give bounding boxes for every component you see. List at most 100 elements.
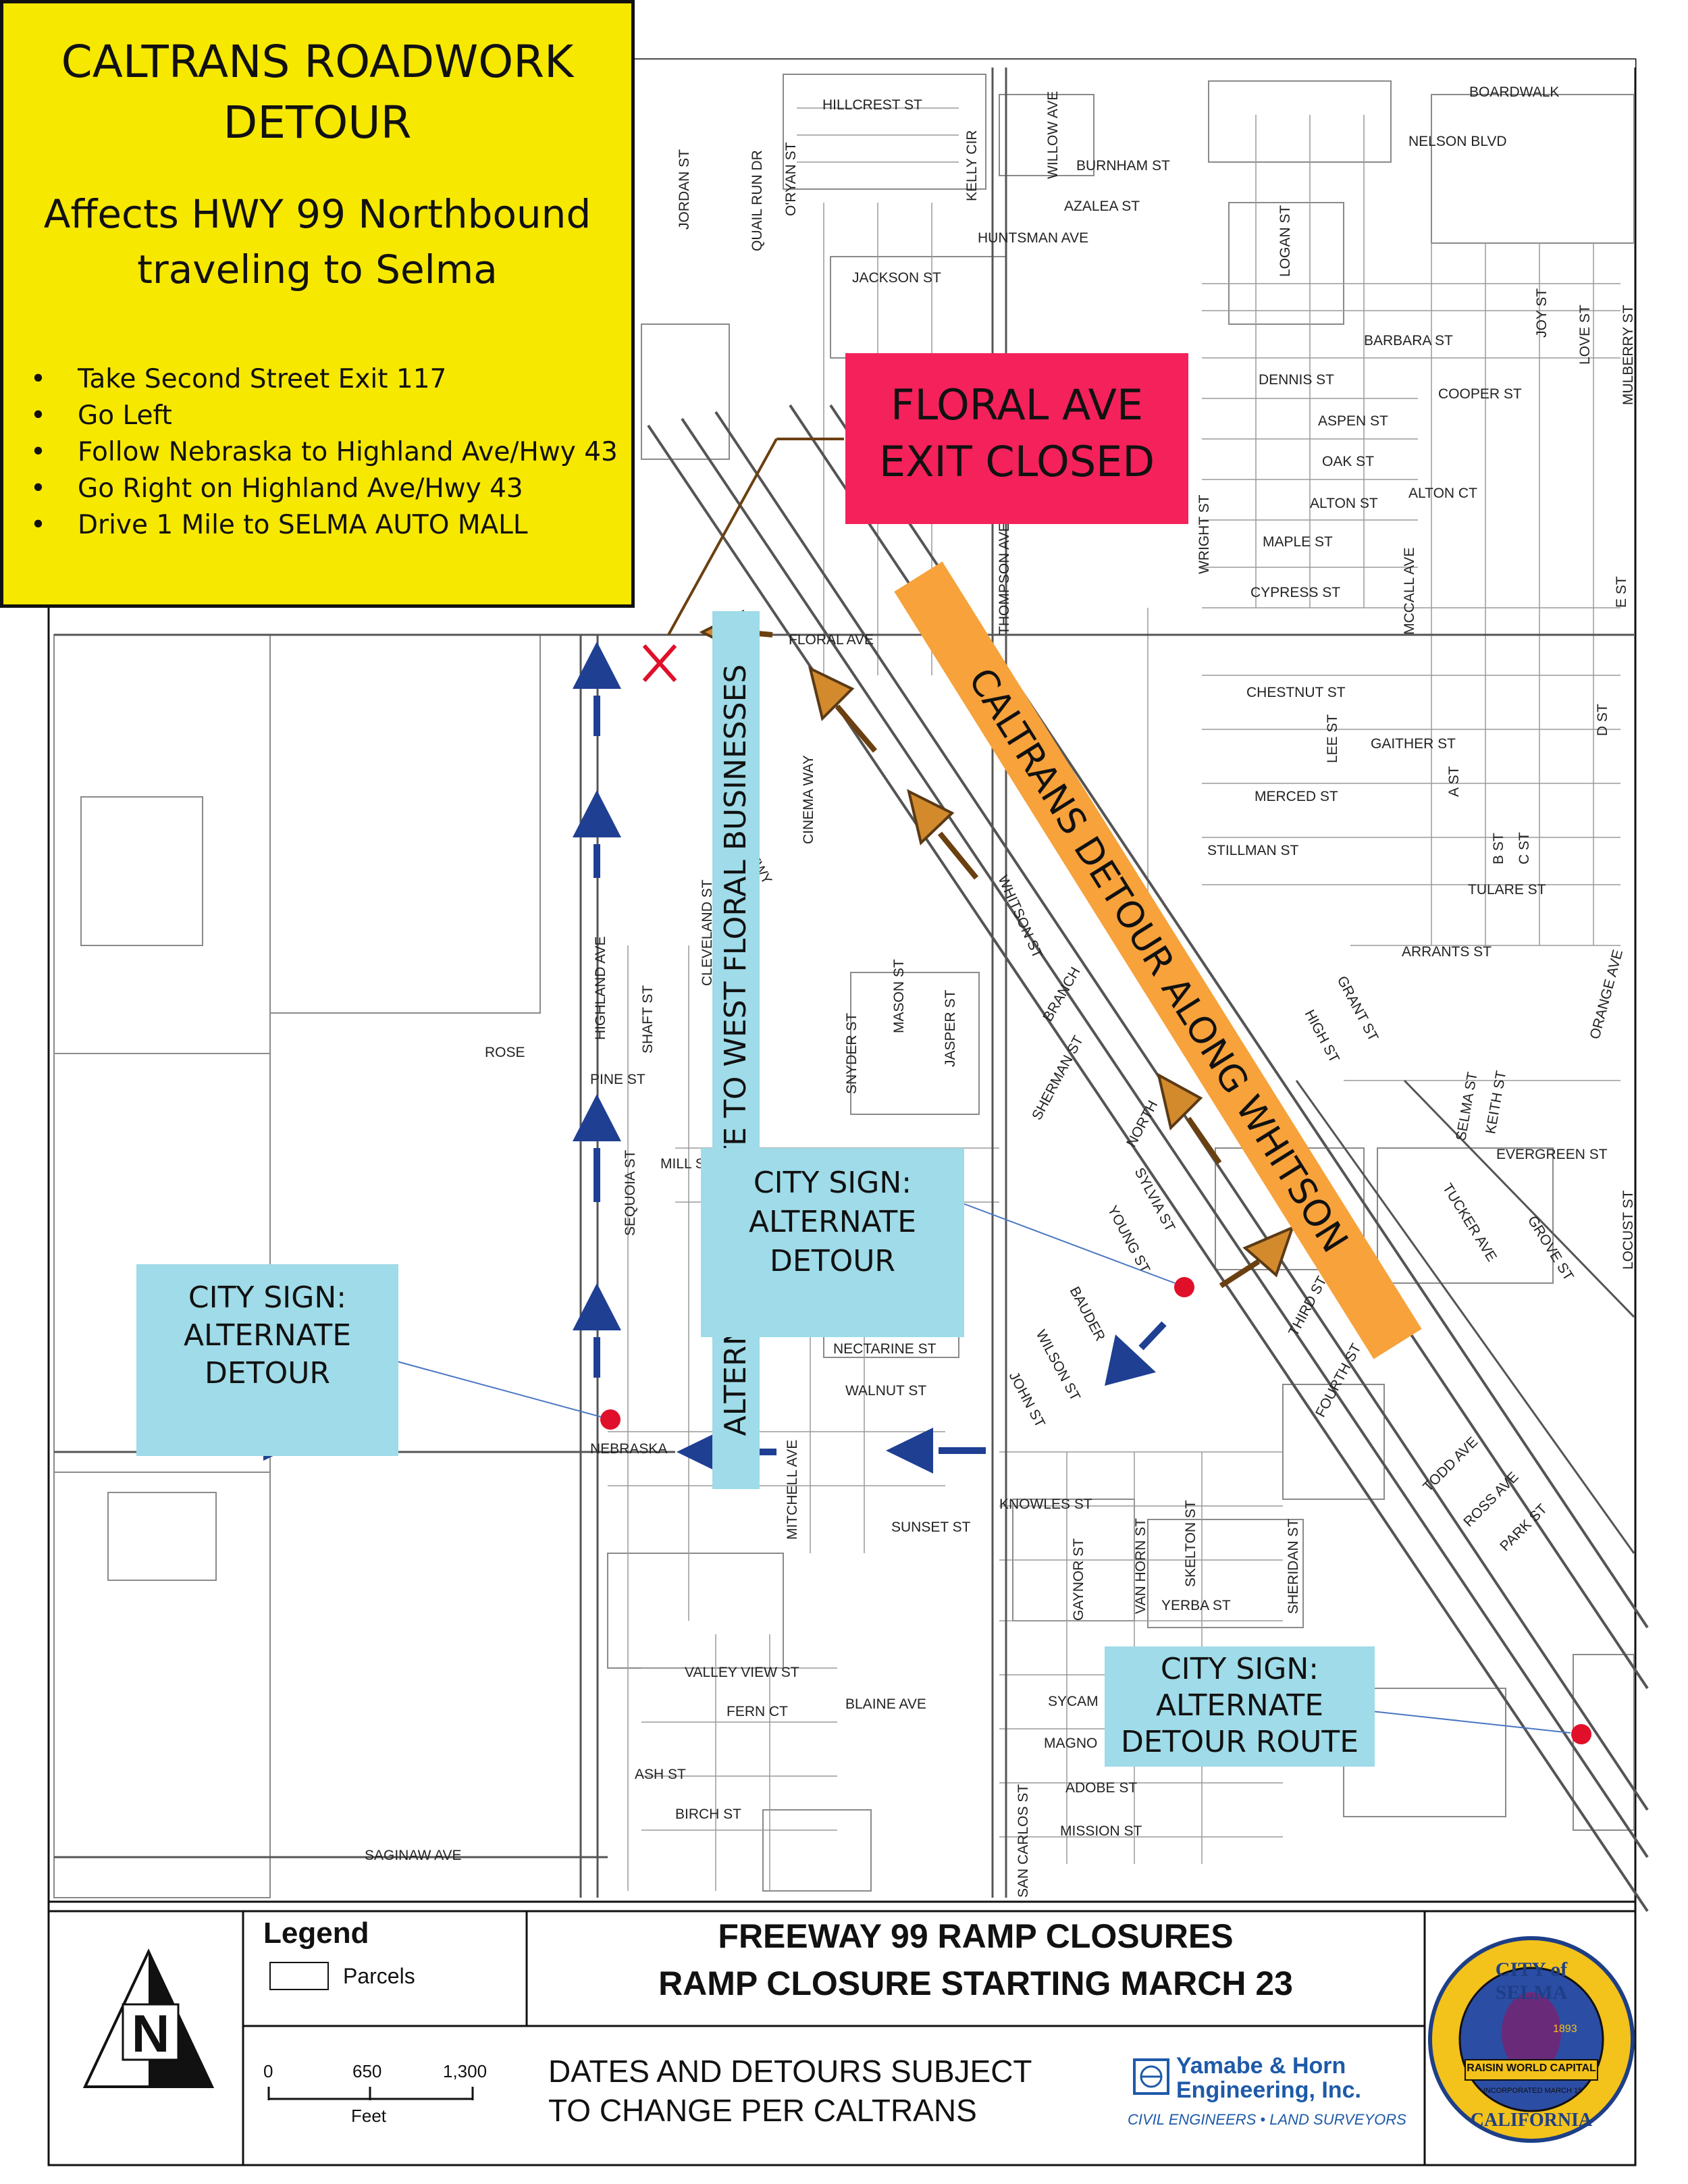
street-love: LOVE ST (1577, 305, 1593, 365)
detour-arrow-north-1 (573, 642, 621, 736)
street-ast: A ST (1446, 766, 1462, 797)
street-floral: FLORAL AVE (789, 632, 874, 648)
street-maple: MAPLE ST (1263, 534, 1333, 550)
seal-year: 1893 (1553, 2023, 1577, 2035)
street-jordan: JORDAN ST (677, 149, 692, 230)
street-mason: MASON ST (891, 959, 907, 1033)
notice-title-line2: DETOUR (223, 97, 412, 149)
city-seal-icon (1428, 1936, 1635, 2143)
street-skelton: SKELTON ST (1183, 1500, 1198, 1587)
street-nebraska: NEBRASKA (590, 1441, 667, 1457)
sign-line: DETOUR (205, 1356, 330, 1390)
street-cypress: CYPRESS ST (1250, 585, 1340, 600)
street-jackson: JACKSON ST (852, 270, 941, 286)
notice-step: Drive 1 Mile to SELMA AUTO MALL (30, 507, 618, 544)
city-sign-left: CITY SIGN: ALTERNATE DETOUR (136, 1264, 398, 1456)
legend-title: Legend (263, 1917, 369, 1950)
street-merced: MERCED ST (1255, 789, 1338, 804)
legend-parcels-label: Parcels (343, 1964, 415, 1988)
street-est: E ST (1614, 576, 1629, 608)
street-huntsman: HUNTSMAN AVE (978, 230, 1088, 246)
company-tagline: CIVIL ENGINEERS • LAND SURVEYORS (1128, 2111, 1406, 2128)
street-ash: ASH ST (635, 1767, 686, 1782)
seal-ribbon-word: CAPITAL (1550, 2062, 1596, 2074)
street-birch: BIRCH ST (675, 1806, 741, 1822)
sign-line: DETOUR (770, 1244, 895, 1278)
street-jasper: JASPER ST (943, 989, 958, 1067)
street-blaine: BLAINE AVE (845, 1696, 926, 1712)
street-sheridan: SHERIDAN ST (1286, 1519, 1301, 1614)
disclaimer-line2: TO CHANGE PER CALTRANS (548, 2093, 977, 2128)
sign-line: ALTERNATE (183, 1318, 352, 1353)
seal-ribbon-word: WORLD (1506, 2062, 1548, 2074)
city-sign-right: CITY SIGN: ALTERNATE DETOUR ROUTE (1105, 1646, 1375, 1767)
street-rose: ROSE (485, 1045, 525, 1060)
street-burnham: BURNHAM ST (1076, 158, 1170, 174)
street-cinema: CINEMA WAY (801, 755, 816, 844)
street-tulare: TULARE ST (1468, 882, 1546, 898)
notice-title-line1: CALTRANS ROADWORK (61, 36, 574, 88)
sign-line: DETOUR ROUTE (1120, 1725, 1359, 1759)
street-evergreen: EVERGREEN ST (1496, 1147, 1608, 1162)
city-sign-center: CITY SIGN: ALTERNATE DETOUR (701, 1148, 964, 1337)
closure-x-icon (642, 644, 677, 682)
street-nectarine: NECTARINE ST (833, 1341, 937, 1357)
street-arrants: ARRANTS ST (1402, 944, 1492, 960)
sign-line: ALTERNATE (748, 1205, 917, 1239)
street-altonct: ALTON CT (1408, 486, 1477, 501)
street-dennis: DENNIS ST (1259, 372, 1334, 388)
parcels-swatch (269, 1962, 329, 1990)
street-aspen: ASPEN ST (1318, 413, 1388, 429)
street-lee: LEE ST (1325, 714, 1340, 763)
map-title-line1: FREEWAY 99 RAMP CLOSURES (718, 1917, 1234, 1955)
street-magnolia: MAGNO (1044, 1736, 1097, 1751)
north-arrow-icon: N (82, 1948, 215, 2088)
notice-step: Take Second Street Exit 117 (30, 361, 618, 398)
svg-text:N: N (132, 2004, 169, 2063)
map-title-line2: RAMP CLOSURE STARTING MARCH 23 (658, 1965, 1293, 2002)
detour-arrow-southwest (1105, 1321, 1167, 1386)
street-kelly: KELLY CIR (964, 130, 980, 201)
seal-incorporated: INCORPORATED MARCH 15 (1483, 2087, 1583, 2095)
seal-top-text: CITY of SELMA (1495, 1958, 1568, 2004)
street-dst: D ST (1595, 704, 1610, 736)
closure-pointer-diag (667, 438, 778, 635)
sign-line: ALTERNATE (1155, 1688, 1324, 1723)
street-shaft: SHAFT ST (640, 985, 656, 1054)
street-mulberry: MULBERRY ST (1620, 305, 1636, 405)
street-alton: ALTON ST (1310, 496, 1378, 511)
street-oryan: O'RYAN ST (783, 142, 799, 216)
street-sunset: SUNSET ST (891, 1519, 971, 1535)
detour-arrow-north-2 (573, 790, 621, 878)
notice-step: Go Right on Highland Ave/Hwy 43 (30, 471, 618, 507)
street-knowles: KNOWLES ST (999, 1497, 1092, 1512)
disclaimer-line1: DATES AND DETOURS SUBJECT (548, 2054, 1032, 2089)
street-mill: MILL ST (660, 1156, 714, 1172)
scale-label-1300: 1,300 (443, 2061, 487, 2081)
street-yerba: YERBA ST (1161, 1598, 1231, 1613)
closure-notice: FLORAL AVE EXIT CLOSED (845, 353, 1188, 524)
street-locust: LOCUST ST (1620, 1190, 1636, 1270)
seal-ribbon: RAISIN WORLD CAPITAL (1465, 2062, 1598, 2075)
street-azalea: AZALEA ST (1064, 199, 1140, 214)
scale-unit: Feet (351, 2106, 387, 2126)
caltrans-arrow-2 (808, 666, 878, 753)
scale-label-0: 0 (263, 2061, 273, 2081)
street-wright: WRIGHT ST (1196, 494, 1212, 574)
street-snyder: SNYDER ST (844, 1013, 860, 1094)
street-vanhorn: VAN HORN ST (1133, 1518, 1149, 1614)
street-mccall: MCCALL AVE (1402, 547, 1417, 635)
street-valleyview: VALLEY VIEW ST (685, 1665, 799, 1680)
seal-bottom-text: CALIFORNIA (1470, 2110, 1593, 2131)
notice-step: Go Left (30, 398, 618, 434)
detour-arrows (573, 642, 1167, 1475)
street-nelson: NELSON BLVD (1408, 134, 1507, 149)
street-highland: HIGHLAND AVE (593, 936, 608, 1040)
street-fern: FERN CT (727, 1704, 788, 1719)
street-barbara: BARBARA ST (1364, 333, 1453, 348)
sign-line: CITY SIGN: (188, 1280, 347, 1315)
street-cooper: COOPER ST (1438, 386, 1522, 402)
street-willow: WILLOW AVE (1045, 91, 1061, 179)
caltrans-arrow-3 (907, 789, 979, 880)
